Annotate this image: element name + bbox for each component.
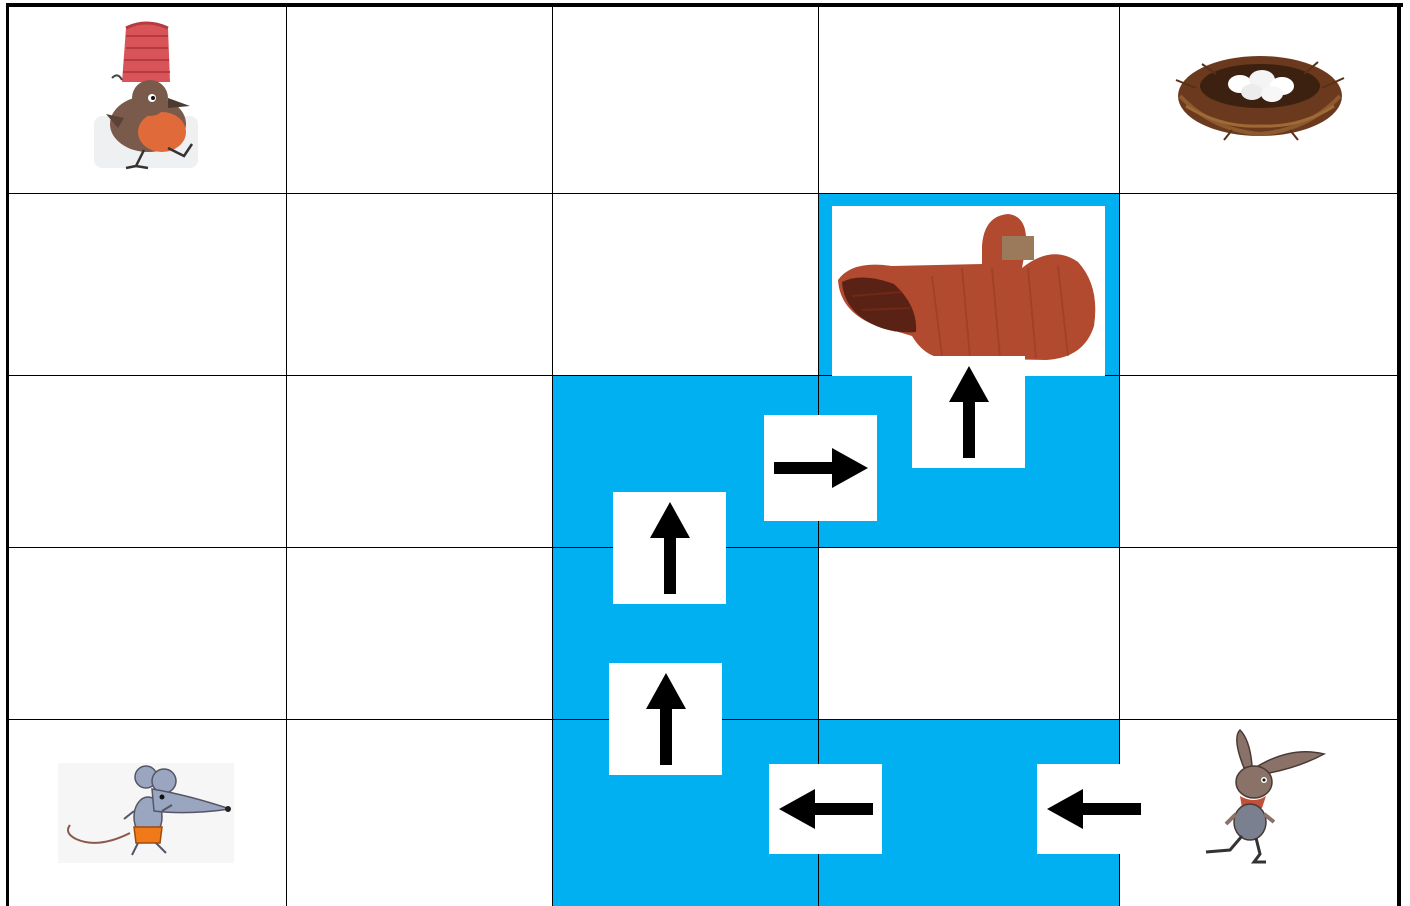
grid-line: [6, 193, 1401, 194]
grid-line: [552, 3, 553, 906]
arrow-tile-left[interactable]: [769, 764, 882, 854]
arrow-tile-up[interactable]: [609, 663, 722, 775]
arrow-tile-up[interactable]: [613, 492, 726, 604]
grid-line: [6, 375, 1401, 376]
arrow-up-icon: [609, 663, 722, 775]
grid-line: [286, 3, 287, 906]
arrow-left-icon: [769, 764, 882, 854]
nest-icon[interactable]: [1172, 40, 1348, 144]
arrow-tile-right[interactable]: [764, 415, 877, 521]
arrow-tile-left[interactable]: [1037, 764, 1149, 854]
rabbit-icon[interactable]: [1192, 728, 1328, 864]
grid-line: [6, 3, 9, 906]
arrow-tile-up[interactable]: [912, 356, 1025, 468]
mitten-icon[interactable]: [832, 206, 1105, 376]
arrow-up-icon: [912, 356, 1025, 468]
robin-icon[interactable]: [92, 16, 200, 170]
grid-line: [1397, 3, 1401, 906]
arrow-right-icon: [764, 415, 877, 521]
grid-line: [6, 3, 1403, 7]
arrow-left-icon: [1037, 764, 1149, 854]
arrow-up-icon: [613, 492, 726, 604]
mouse-icon[interactable]: [58, 763, 234, 863]
